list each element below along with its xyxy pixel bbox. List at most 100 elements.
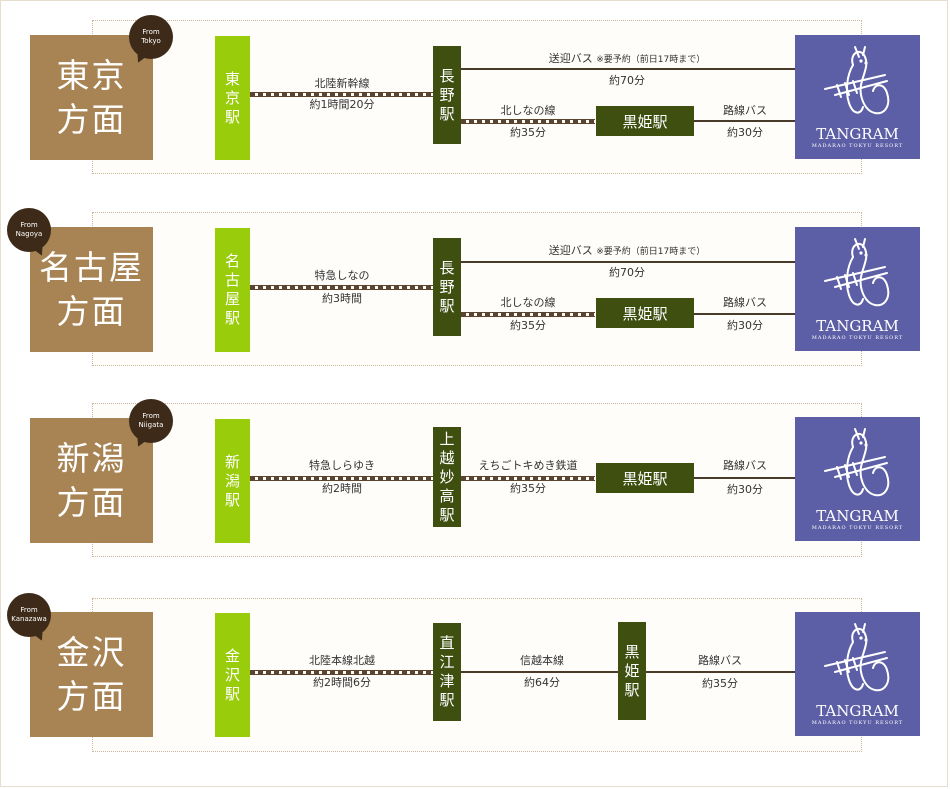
origin-label-line1: 金沢 (56, 632, 127, 672)
origin-station: 東 京 駅 (215, 36, 250, 160)
origin-label-line1: 東京 (56, 55, 127, 95)
origin-label: 金沢 方面 (30, 612, 153, 737)
route-frame (92, 598, 862, 752)
origin-station-char: 潟 (224, 471, 240, 490)
rail-line-name: 信越本線 (520, 654, 564, 667)
kurohime-station: 黒姫駅 (596, 298, 694, 328)
origin-label-line2: 方面 (56, 676, 127, 716)
rail-segment-2 (461, 476, 595, 481)
origin-station-char: 京 (224, 88, 240, 107)
rail-segment-1 (250, 92, 433, 97)
rail-travel-time: 約1時間20分 (309, 98, 375, 111)
resort-subtitle: MADARAO TOKYU RESORT (811, 720, 904, 726)
rail-segment-1 (250, 670, 433, 675)
rail-line-name: 特急しらゆき (309, 459, 375, 472)
origin-station: 金 沢 駅 (215, 613, 250, 737)
shuttle-note: ※要予約（前日17時まで） (596, 247, 706, 257)
from-bubble: From Niigata (129, 399, 173, 443)
kurohime-station-char: 駅 (624, 680, 640, 699)
rail-travel-time: 約35分 (510, 319, 546, 332)
tangram-mascot-icon (824, 238, 890, 307)
bus-route (694, 313, 795, 315)
from-bubble-line2: Niigata (138, 421, 164, 429)
shuttle-route (461, 261, 795, 263)
resort-logo: TANGRAM MADARAO TOKYU RESORT (795, 612, 920, 736)
from-bubble: From Kanazawa (7, 593, 51, 637)
rail-line-name: 特急しなの (314, 269, 370, 282)
kurohime-station-char: 黒 (624, 642, 640, 661)
rail-segment-2 (461, 119, 595, 124)
bus-route (694, 120, 795, 122)
kurohime-station-char: 姫 (624, 661, 640, 680)
origin-label-line1: 名古屋 (39, 247, 144, 287)
rail-segment-2 (461, 312, 595, 317)
rail-travel-time: 約64分 (524, 676, 560, 689)
shuttle-label: 送迎バス ※要予約（前日17時まで） (549, 52, 706, 67)
hub-station-char: 妙 (439, 467, 455, 486)
origin-station-char: 名 (224, 252, 240, 270)
bus-time: 約30分 (727, 319, 763, 332)
resort-subtitle: MADARAO TOKYU RESORT (811, 143, 904, 149)
from-bubble: From Tokyo (129, 15, 173, 59)
origin-station-char: 駅 (224, 309, 240, 327)
from-bubble-line1: From (142, 412, 160, 420)
from-bubble-line2: Nagoya (15, 230, 43, 238)
hub-station: 長 野 駅 (433, 238, 461, 336)
bus-name: 路線バス (723, 459, 767, 472)
hub-station-char: 駅 (439, 691, 455, 709)
resort-brand: TANGRAM (816, 317, 899, 335)
rail-travel-time: 約3時間 (322, 292, 362, 305)
rail-travel-time: 約35分 (510, 126, 546, 139)
origin-label: 東京 方面 (30, 35, 153, 160)
origin-station-char: 駅 (224, 684, 240, 703)
bus-name: 路線バス (698, 654, 742, 667)
hub-station-char: 長 (439, 66, 455, 85)
hub-station-char: 越 (439, 448, 455, 467)
resort-brand: TANGRAM (816, 702, 899, 720)
shuttle-route (461, 68, 795, 70)
rail-line-name: 北陸本線北越 (309, 654, 375, 667)
origin-station-char: 駅 (224, 107, 240, 126)
from-bubble: From Nagoya (7, 208, 51, 252)
rail-segment-2 (461, 671, 618, 673)
origin-station-char: 古 (224, 271, 240, 289)
from-bubble-line2: Tokyo (141, 37, 161, 45)
route-frame (92, 20, 862, 174)
origin-station: 新 潟 駅 (215, 419, 250, 543)
shuttle-time: 約70分 (609, 266, 645, 279)
resort-logo: TANGRAM MADARAO TOKYU RESORT (795, 35, 920, 159)
route-kanazawa: 金沢 方面 From Kanazawa 金 沢 駅 北陸本線北越 約2時間6分 … (0, 578, 950, 752)
rail-line-name: 北しなの線 (500, 104, 556, 117)
origin-station: 名 古 屋 駅 (215, 228, 250, 352)
hub-station-char: 津 (439, 672, 455, 690)
shuttle-name: 送迎バス (548, 244, 593, 257)
rail-travel-time: 約2時間 (322, 482, 362, 495)
from-bubble-line1: From (142, 28, 160, 36)
route-niigata: 新潟 方面 From Niigata 新 潟 駅 特急しらゆき 約2時間 上 越… (0, 383, 950, 557)
origin-station-char: 屋 (224, 290, 240, 308)
bus-name: 路線バス (723, 296, 767, 309)
from-bubble-line1: From (20, 606, 38, 614)
route-nagoya: 名古屋 方面 From Nagoya 名 古 屋 駅 特急しなの 約3時間 長 … (0, 192, 950, 366)
bus-time: 約30分 (727, 126, 763, 139)
tangram-mascot-icon (824, 623, 890, 692)
from-bubble-line2: Kanazawa (11, 615, 47, 623)
rail-travel-time: 約2時間6分 (313, 676, 371, 689)
kurohime-station: 黒姫駅 (596, 106, 694, 136)
hub-station-char: 駅 (439, 104, 455, 123)
origin-station-char: 新 (224, 452, 240, 471)
route-frame (92, 212, 862, 366)
hub-station: 長 野 駅 (433, 46, 461, 144)
resort-subtitle: MADARAO TOKYU RESORT (811, 335, 904, 341)
rail-segment-1 (250, 476, 433, 481)
shuttle-time: 約70分 (609, 74, 645, 87)
resort-brand: TANGRAM (816, 507, 899, 525)
rail-line-name: 北陸新幹線 (314, 77, 370, 90)
origin-station-char: 金 (224, 646, 240, 665)
rail-segment-1 (250, 285, 433, 290)
hub-station-char: 高 (439, 486, 455, 505)
kurohime-station: 黒 姫 駅 (618, 622, 646, 720)
shuttle-label: 送迎バス ※要予約（前日17時まで） (549, 244, 706, 259)
origin-label-line2: 方面 (56, 291, 127, 331)
